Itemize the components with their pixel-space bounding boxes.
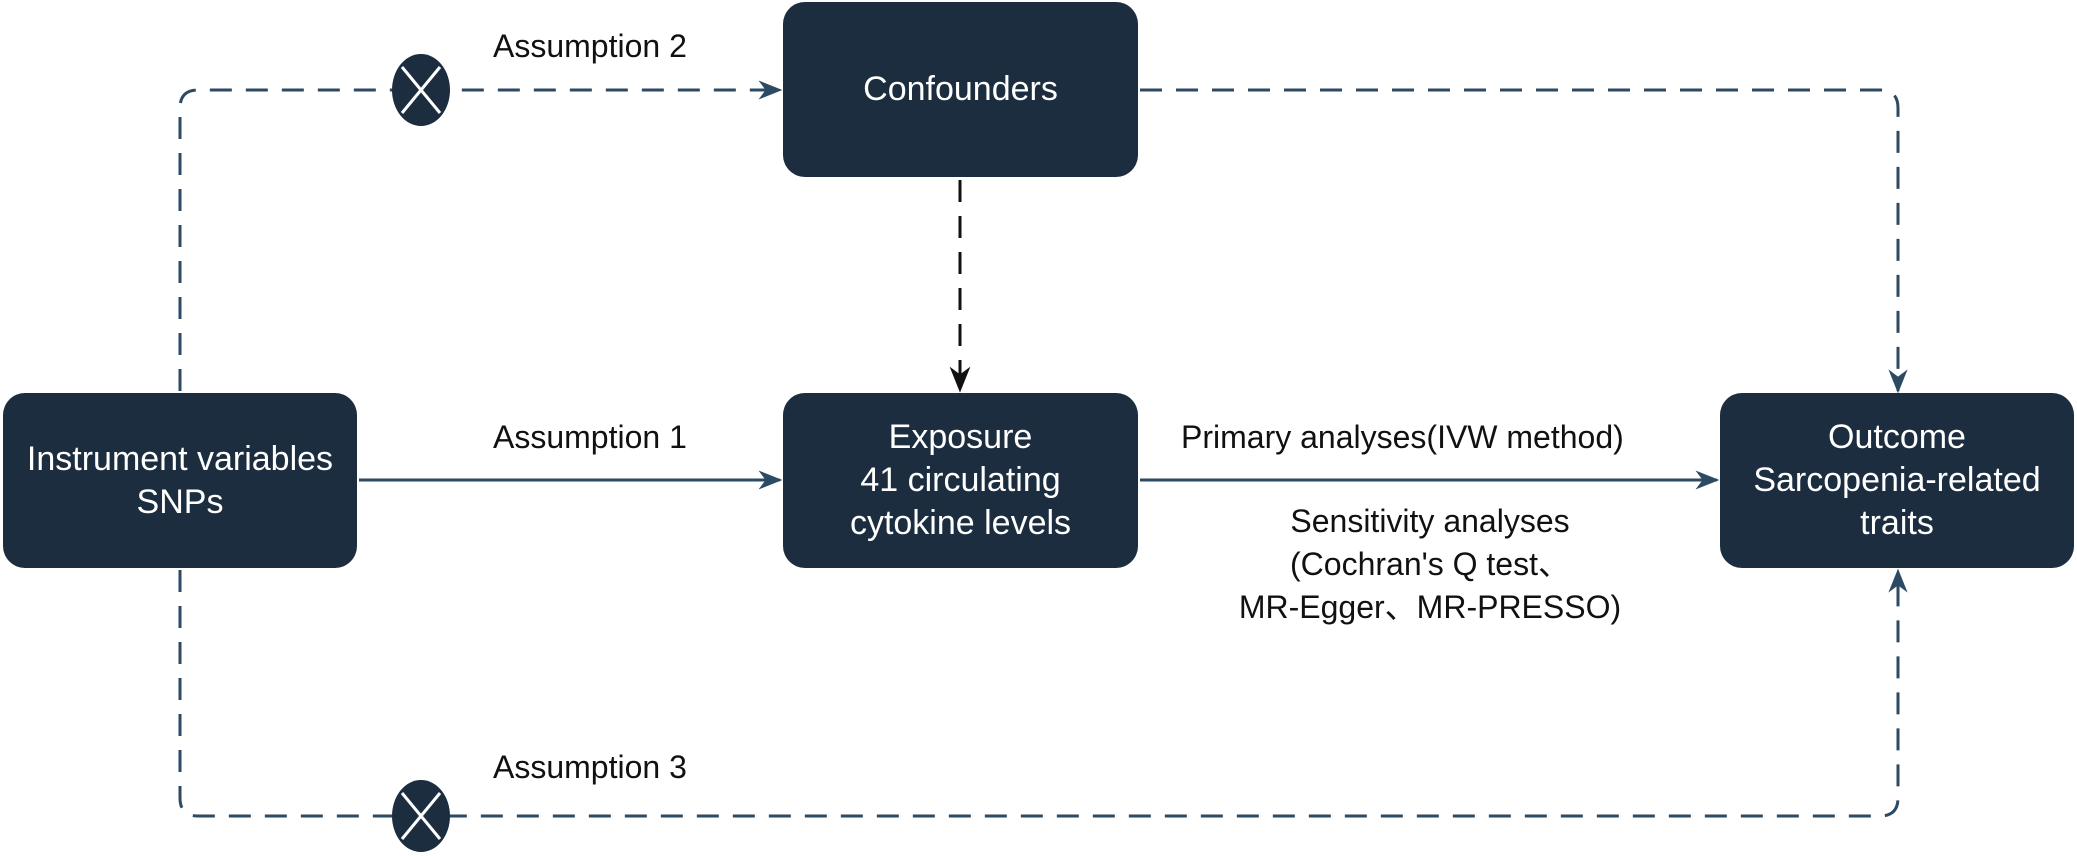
exposure-detail-line2: cytokine levels	[849, 504, 1072, 542]
primary-analysis-label: Primary analyses(IVW method)	[1181, 419, 1624, 455]
assumption1-label: Assumption 1	[493, 419, 687, 455]
sensitivity-line3: MR-Egger、MR-PRESSO)	[1238, 589, 1622, 625]
confounders-title: Confounders	[863, 70, 1058, 108]
instrument-variables-subtitle: SNPs	[136, 482, 224, 521]
exposure-detail-line1: 41 circulating	[860, 461, 1061, 499]
assumption2-label: Assumption 2	[493, 28, 687, 64]
sensitivity-line1: Sensitivity analyses	[1290, 503, 1570, 539]
outcome-detail-line1: Sarcopenia-related	[1753, 461, 2041, 499]
assumption3-dashed-arrow	[178, 568, 1908, 818]
sensitivity-analysis-label: Sensitivity analyses (Cochran's Q test、 …	[1180, 500, 1680, 629]
outcome-detail-line2: traits	[1860, 504, 1934, 542]
assumption2-violation-icon	[392, 54, 450, 126]
assumption2-dashed-arrow	[178, 80, 783, 391]
instrument-variables-node: Instrument variables SNPs	[3, 393, 357, 568]
instrument-variables-title: Instrument variables	[26, 439, 334, 478]
exposure-title: Exposure	[888, 418, 1033, 456]
confounders-outcome-dashed-arrow	[1140, 88, 1908, 394]
outcome-node: Outcome Sarcopenia-related traits	[1720, 393, 2074, 568]
assumption3-label: Assumption 3	[493, 749, 687, 785]
assumption3-violation-icon	[392, 780, 450, 852]
confounders-node: Confounders	[783, 2, 1138, 177]
sensitivity-line2: (Cochran's Q test、	[1290, 546, 1570, 582]
exposure-node: Exposure 41 circulating cytokine levels	[783, 393, 1138, 568]
outcome-title: Outcome	[1828, 418, 1966, 456]
